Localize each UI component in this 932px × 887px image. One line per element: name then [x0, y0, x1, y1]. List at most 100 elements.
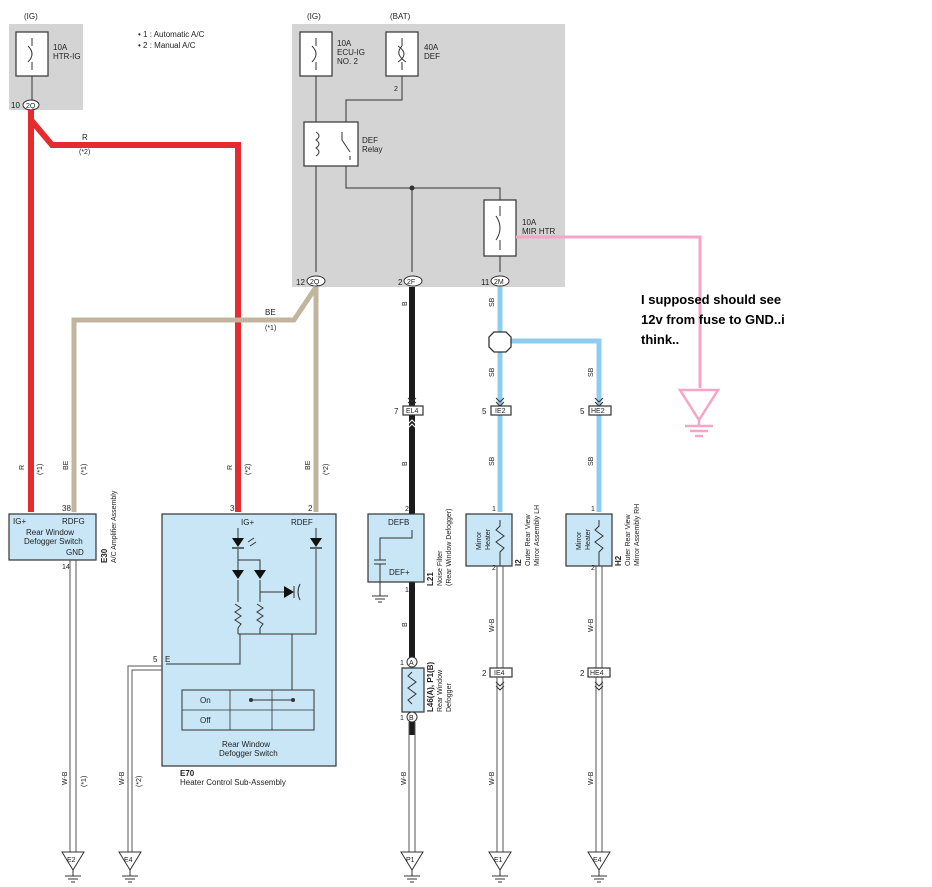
htr-ig-connector: 2Q — [22, 99, 40, 111]
jb-t2-connector: 2F — [403, 275, 423, 287]
relay-name1: DEF — [362, 136, 378, 145]
sb-label-4: SB — [588, 367, 595, 377]
e30-gnd-pin: 14 — [62, 564, 70, 571]
e30-be-label: BE — [63, 460, 70, 470]
l21-desc1: Noise Filter — [437, 550, 444, 586]
ie2-connector: IE2 — [490, 397, 512, 416]
l46-pin-b: 1 — [400, 715, 404, 722]
l21-pin-bot: 1 — [405, 587, 409, 594]
i2-code: I2 — [514, 559, 523, 566]
annotation-line3: think.. — [641, 332, 679, 347]
annotation-line2: 12v from fuse to GND..i — [641, 312, 785, 327]
b-label-2: B — [402, 461, 409, 466]
ground-e2: E2 — [61, 851, 85, 883]
he2-pin: 5 — [580, 407, 585, 416]
svg-text:2F: 2F — [407, 279, 415, 286]
mir-htr-fuse — [483, 199, 517, 257]
h2-desc1: Outer Rear View — [625, 513, 632, 566]
htr-ig-rating: 10A — [53, 43, 68, 52]
jb-t2-pin: 2 — [398, 278, 403, 287]
i2-elem1: Mirror — [476, 531, 483, 550]
e70-indicator-circuit — [166, 528, 322, 690]
l46-connector-b: B — [406, 711, 418, 723]
l21-desc2: (Rear Window Defogger) — [446, 509, 453, 586]
tan-wire-note: (*1) — [265, 325, 276, 332]
l21-code: L21 — [426, 572, 435, 586]
pink-ground-symbol — [677, 388, 721, 438]
ie4-pin: 2 — [482, 669, 487, 678]
jb-t1-connector: 2Q — [306, 275, 326, 287]
i2-box — [465, 513, 513, 567]
e70-ig-pin: 3 — [230, 504, 235, 513]
l46-box — [401, 667, 425, 713]
h2-desc2: Mirror Assembly RH — [634, 504, 641, 566]
legend: • 1 : Automatic A/C • 2 : Manual A/C — [138, 30, 205, 50]
pink-wire — [516, 235, 702, 388]
i2-desc1: Outer Rear View — [525, 513, 532, 566]
htr-ig-fuse — [15, 31, 49, 77]
i2-elem2: Heater — [485, 528, 492, 550]
e30-r-note: (*1) — [37, 464, 44, 475]
htr-ig-name: HTR-IG — [53, 52, 81, 61]
ground-wires — [69, 560, 603, 852]
e30-r-label: R — [19, 465, 26, 470]
l21-capacitor — [372, 530, 413, 603]
ie2-pin: 5 — [482, 407, 487, 416]
wb-note-e2: (*1) — [81, 776, 88, 787]
blue-wire — [497, 287, 602, 512]
e30-code: E30 — [100, 548, 109, 563]
h2-elem1: Mirror — [576, 531, 583, 550]
def-relay — [303, 121, 359, 167]
ecu-ig-name2: NO. 2 — [337, 57, 358, 66]
e30-box — [8, 513, 97, 561]
svg-text:E1: E1 — [494, 857, 503, 864]
e30-ig: IG+ — [13, 517, 26, 526]
wb-label-e4: W-B — [119, 771, 126, 785]
red-wire — [28, 110, 241, 512]
ground-p1: P1 — [400, 851, 424, 883]
e70-off: Off — [200, 716, 211, 725]
def-supply: (BAT) — [390, 12, 411, 21]
e70-title2: Defogger Switch — [219, 749, 278, 758]
svg-text:E4: E4 — [124, 857, 133, 864]
he4-connector: HE4 — [587, 667, 611, 691]
e70-desc: Heater Control Sub-Assembly — [180, 778, 286, 787]
tan-wire — [71, 285, 319, 512]
svg-text:E4: E4 — [593, 857, 602, 864]
junction-octagon — [488, 331, 512, 353]
l21-defb: DEFB — [388, 518, 409, 527]
jb-t1-pin: 12 — [296, 278, 305, 287]
e70-r-label: R — [227, 465, 234, 470]
jb-t3-connector: 2M — [490, 275, 510, 287]
def-fuse — [385, 31, 419, 77]
wb-label-p1: W-B — [401, 771, 408, 785]
l21-defp: DEF+ — [389, 568, 410, 577]
e30-rdfg: RDFG — [62, 517, 85, 526]
sb-label-2: SB — [489, 367, 496, 377]
def-rating: 40A — [424, 43, 439, 52]
el4-connector: EL4 — [402, 397, 424, 429]
l46-desc1: Rear Window — [437, 669, 444, 712]
svg-text:B: B — [409, 715, 414, 722]
svg-text:IE2: IE2 — [495, 408, 506, 415]
e70-be-label: BE — [305, 460, 312, 470]
svg-text:EL4: EL4 — [406, 408, 419, 415]
e70-rdef: RDEF — [291, 518, 313, 527]
svg-text:2Q: 2Q — [310, 279, 320, 286]
h2-elem2: Heater — [585, 528, 592, 550]
svg-text:P1: P1 — [406, 857, 415, 864]
b-label-3: B — [402, 622, 409, 627]
relay-name2: Relay — [362, 145, 382, 154]
i2-desc2: Mirror Assembly LH — [534, 505, 541, 566]
l46-code: L46(A), P1(B) — [426, 661, 435, 712]
svg-text:2M: 2M — [494, 279, 504, 286]
e70-r-note: (*2) — [245, 464, 252, 475]
wb-note-e4: (*2) — [136, 776, 143, 787]
annotation-line1: I supposed should see — [641, 292, 781, 307]
e30-desc: A/C Amplifier Assembly — [111, 490, 118, 563]
e70-e-pin: 5 — [153, 655, 158, 664]
ground-e4-left: E4 — [118, 851, 142, 883]
jb-t3-pin: 11 — [481, 278, 490, 287]
wb-label-i2b: W-B — [489, 771, 496, 785]
